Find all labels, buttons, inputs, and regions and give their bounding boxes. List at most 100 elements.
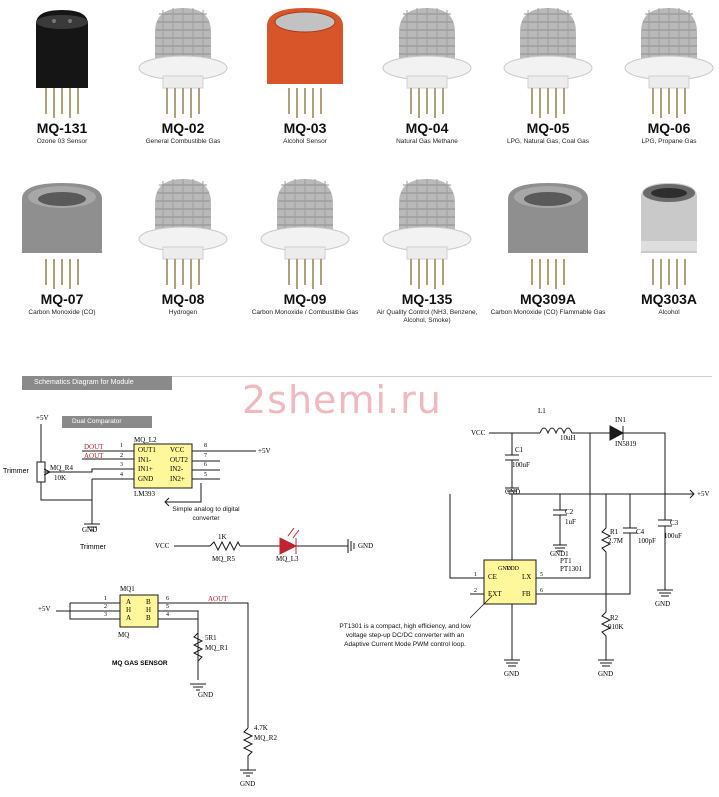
sensor-image bbox=[267, 8, 343, 118]
l1-inductor bbox=[539, 427, 610, 435]
plus5v-bus bbox=[512, 489, 695, 499]
ic-part-label: LM393 bbox=[134, 490, 155, 498]
trimmer-bottom-label: Trimmer bbox=[80, 544, 106, 551]
sensor-description: Alcohol Sensor bbox=[283, 138, 327, 145]
section-divider bbox=[22, 376, 712, 377]
gnd-label-1: GND bbox=[82, 526, 98, 534]
simple-adc-note: Simple analog to digital converter bbox=[172, 506, 240, 522]
r1-name-label: MQ_R1 bbox=[205, 644, 228, 652]
r1b-value-label: 2.7M bbox=[608, 537, 623, 545]
r4-value-label: 10K bbox=[54, 474, 67, 482]
c2-value-label: 1uF bbox=[565, 518, 576, 526]
r2b-value-label: 910K bbox=[608, 623, 624, 631]
mq-right-pin-name: B bbox=[146, 614, 151, 622]
sensor-name: MQ-02 bbox=[161, 120, 205, 136]
ic-plus5v-label: +5V bbox=[258, 447, 271, 455]
trimmer-label: Trimmer bbox=[3, 468, 29, 475]
l1-label: L1 bbox=[538, 407, 546, 415]
trimmer-gnd-wire bbox=[40, 482, 93, 524]
sensor-name: MQ-05 bbox=[526, 120, 570, 136]
mq-ref-label: MQ bbox=[118, 631, 130, 639]
mq-right-pin-number: 6 bbox=[166, 596, 169, 602]
mq-aout-wire bbox=[158, 602, 249, 728]
sensor-card: MQ309A Carbon Monoxide (CO) Flammable Ga… bbox=[488, 173, 608, 317]
sensor-name: MQ-04 bbox=[405, 120, 449, 136]
note-arrow bbox=[469, 595, 493, 619]
r2-name-label: MQ_R2 bbox=[254, 734, 277, 742]
c3-label: C3 bbox=[670, 519, 679, 527]
r5-resistor bbox=[209, 540, 241, 552]
sensor-name: MQ303A bbox=[640, 291, 698, 307]
sensor-description: Carbon Monoxide (CO) Flammable Gas bbox=[490, 309, 606, 316]
c3-value-label: 100uF bbox=[664, 532, 682, 540]
sensor-card: MQ-131 Ozone 03 Sensor bbox=[2, 2, 122, 146]
pt-pin-num-1: 1 bbox=[474, 572, 477, 578]
pt-part-label: PT1301 bbox=[560, 565, 583, 573]
ic-right-pin-number: 5 bbox=[204, 471, 207, 478]
gnd1-label: GND1 bbox=[550, 550, 569, 558]
l1-value-label: 10uH bbox=[560, 434, 576, 442]
sensor-image bbox=[382, 8, 472, 118]
c4-label: C4 bbox=[636, 528, 645, 536]
dout-label: DOUT bbox=[84, 443, 104, 451]
watermark-text: 2shemi.ru bbox=[242, 378, 442, 422]
pt-pin-num-2: 2 bbox=[474, 588, 477, 594]
sensor-description: Alcohol bbox=[658, 309, 680, 316]
sensor-card: MQ-05 LPG, Natural Gas, Coal Gas bbox=[488, 2, 608, 146]
led-name-label: MQ_L3 bbox=[276, 555, 299, 563]
sensor-image bbox=[138, 8, 228, 118]
pt-pin-gnd: GND bbox=[498, 566, 511, 572]
gnd-r2b-label: GND bbox=[598, 670, 614, 678]
pt-pin-lx: LX bbox=[522, 573, 532, 581]
mq-aout-label: AOUT bbox=[208, 595, 228, 603]
led-diode bbox=[279, 537, 298, 555]
mq-right-pin-name: B bbox=[146, 598, 151, 606]
pt-pin-ext: EXT bbox=[488, 590, 502, 598]
sensor-card: MQ303A Alcohol bbox=[609, 173, 719, 317]
c1-label: C1 bbox=[515, 446, 524, 454]
in1-label: IN1 bbox=[615, 416, 626, 424]
ic-name-label: MQ_L2 bbox=[134, 436, 157, 444]
sensor-image bbox=[36, 10, 88, 118]
pt-vcc-label: VCC bbox=[471, 429, 486, 437]
mq-r4-label: MQ_R4 bbox=[50, 464, 73, 472]
sensor-card: MQ-02 General Combustible Gas bbox=[123, 2, 243, 146]
ic-left-pin-name: GND bbox=[138, 474, 154, 483]
c2-label: C2 bbox=[565, 508, 574, 516]
r2-value-label: 4.7K bbox=[254, 724, 268, 732]
pt-gnd-wire bbox=[504, 604, 520, 667]
sensor-description: Carbon Monoxide (CO) bbox=[28, 309, 96, 316]
sensor-image bbox=[22, 183, 102, 289]
sensor-card: MQ-06 LPG, Propane Gas bbox=[609, 2, 719, 146]
sensor-name: MQ-08 bbox=[161, 291, 205, 307]
sensor-card: MQ-03 Alcohol Sensor bbox=[245, 2, 365, 146]
r1b-label: R1 bbox=[610, 528, 619, 536]
gnd-symbol-led bbox=[347, 539, 355, 553]
sensor-image bbox=[382, 179, 472, 289]
sensor-name: MQ-06 bbox=[647, 120, 691, 136]
gnd-symbol-3 bbox=[240, 769, 256, 777]
trimmer-plus5v-label: +5V bbox=[36, 414, 49, 422]
sensor-image bbox=[138, 179, 228, 289]
mq-left-pin-name: H bbox=[126, 606, 132, 614]
sensor-card: MQ-135 Air Quality Control (NH3, Benzene… bbox=[367, 173, 487, 325]
gnd-pt-bottom-label: GND bbox=[504, 670, 520, 678]
ic-right-pin-number: 6 bbox=[204, 462, 207, 468]
sensor-description: Carbon Monoxide / Combustible Gas bbox=[251, 309, 359, 316]
schematics-header: Schematics Diagram for Module bbox=[22, 376, 172, 390]
gnd-pt-top-label: GND bbox=[505, 488, 521, 496]
gnd-label-2: GND bbox=[198, 691, 214, 699]
mq-right-pin-name: H bbox=[146, 606, 152, 614]
sensor-image bbox=[260, 179, 350, 289]
sensor-name: MQ-07 bbox=[40, 291, 84, 307]
gnd-symbol-2 bbox=[190, 683, 206, 691]
in1-part-label: IN5819 bbox=[615, 440, 637, 448]
c4-value-label: 100pF bbox=[638, 537, 656, 545]
ic-right-pin-number: 8 bbox=[204, 443, 207, 449]
pt1-label: PT1 bbox=[560, 557, 572, 565]
mq-gas-sensor-label: MQ GAS SENSOR bbox=[112, 660, 168, 667]
pt-pin-fb: FB bbox=[522, 590, 531, 598]
ic-left-pin-name: OUT1 bbox=[138, 446, 156, 454]
sensor-description: Air Quality Control (NH3, Benzene, Alcoh… bbox=[376, 309, 478, 324]
vcc-led-label: VCC bbox=[155, 542, 170, 550]
